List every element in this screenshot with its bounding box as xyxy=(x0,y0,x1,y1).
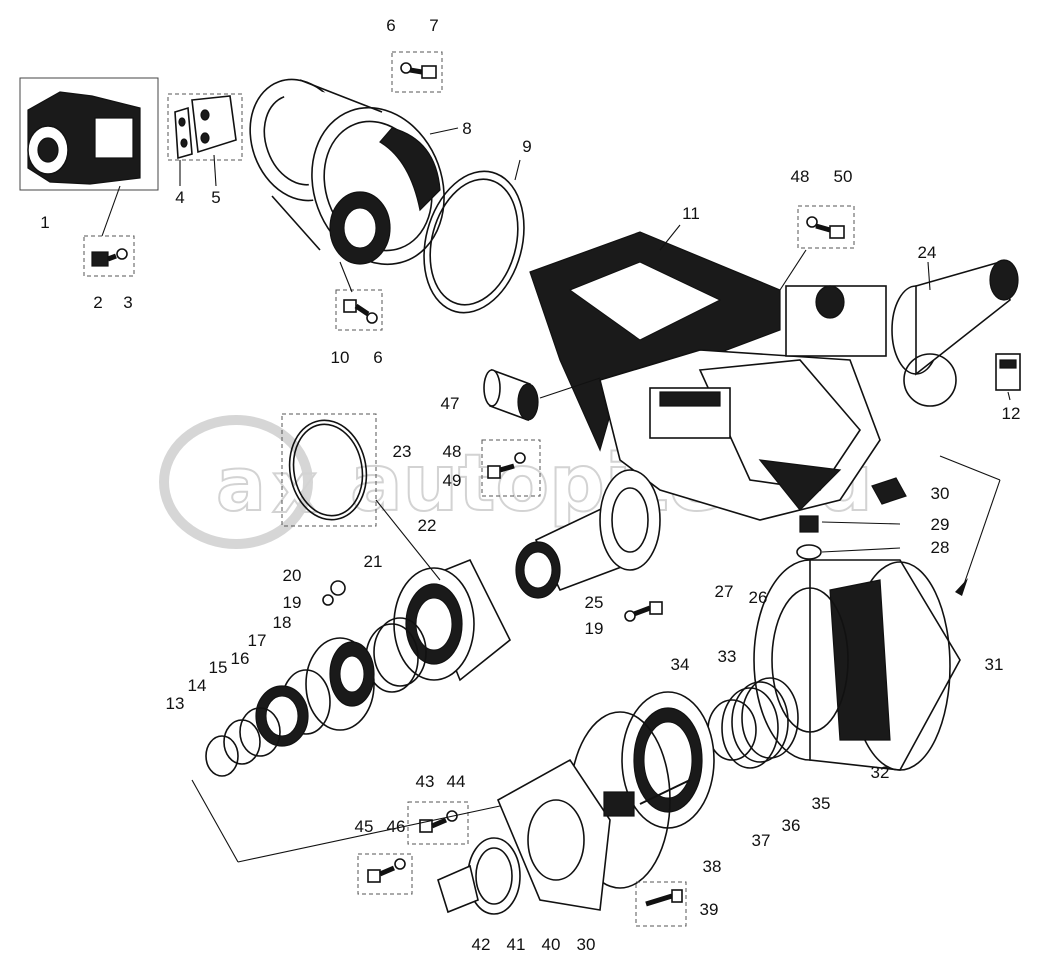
part-45-46-bolt xyxy=(357,853,413,895)
part-13-17-seals xyxy=(205,669,331,777)
callout-c7: 7 xyxy=(429,16,438,35)
callout-c50: 50 xyxy=(834,167,853,186)
callout-c46: 46 xyxy=(387,817,406,836)
part-1-brake-caliper xyxy=(19,77,159,237)
part-32-37-spring-pack xyxy=(707,677,799,769)
callout-c45: 45 xyxy=(355,817,374,836)
callout-c25: 25 xyxy=(585,593,604,612)
part-48-50-bolt xyxy=(779,205,855,291)
callout-c48a: 48 xyxy=(791,167,810,186)
callout-c20: 20 xyxy=(283,566,302,585)
callout-c49: 49 xyxy=(443,471,462,490)
callout-c38: 38 xyxy=(703,857,722,876)
callout-c33: 33 xyxy=(718,647,737,666)
part-18-flanged-gear xyxy=(305,637,375,731)
assembly-lines xyxy=(191,455,1001,863)
callout-c18: 18 xyxy=(273,613,292,632)
callout-c30a: 30 xyxy=(931,484,950,503)
callout-c15: 15 xyxy=(209,658,228,677)
part-10-6-bolt xyxy=(335,261,383,331)
part-22-drum xyxy=(393,558,512,682)
part-48-49-bolt xyxy=(481,439,541,497)
callout-c43: 43 xyxy=(416,772,435,791)
callout-c32: 32 xyxy=(871,763,890,782)
callout-c28: 28 xyxy=(931,538,950,557)
svg-text:a: a xyxy=(216,442,266,528)
callout-c5: 5 xyxy=(211,188,220,207)
callout-c47: 47 xyxy=(441,394,460,413)
callout-c4: 4 xyxy=(175,188,184,207)
part-41-42-cap xyxy=(437,837,521,915)
callout-c31: 31 xyxy=(985,655,1004,674)
callout-c8: 8 xyxy=(462,119,471,138)
callout-c44: 44 xyxy=(447,772,466,791)
callout-c21: 21 xyxy=(364,552,383,571)
callout-c14: 14 xyxy=(188,676,207,695)
part-4-5-plates xyxy=(167,93,243,187)
callout-c23: 23 xyxy=(393,442,412,461)
callout-c26: 26 xyxy=(749,588,768,607)
part-31-carrier xyxy=(753,559,961,771)
callout-c1: 1 xyxy=(40,213,49,232)
callout-c2: 2 xyxy=(93,293,102,312)
callout-c41: 41 xyxy=(507,935,526,954)
part-39-bolt xyxy=(635,881,687,927)
callout-c24: 24 xyxy=(918,243,937,262)
callout-c6b: 6 xyxy=(373,348,382,367)
part-20-19-washers xyxy=(322,580,346,606)
part-23-gasket xyxy=(281,413,377,527)
callout-c34: 34 xyxy=(671,655,690,674)
part-28-29-30-plug xyxy=(796,477,907,560)
callout-c27: 27 xyxy=(715,582,734,601)
callout-c30b: 30 xyxy=(577,935,596,954)
callout-c48b: 48 xyxy=(443,442,462,461)
callout-c12: 12 xyxy=(1002,404,1021,423)
part-9-gasket xyxy=(423,159,525,314)
svg-text:x: x xyxy=(272,447,317,529)
part-25-19-bolt xyxy=(624,601,663,622)
part-43-44-bolt xyxy=(407,801,469,845)
callout-c35: 35 xyxy=(812,794,831,813)
callout-c11: 11 xyxy=(682,204,700,223)
callout-c19b: 19 xyxy=(585,619,604,638)
part-40-cover xyxy=(496,758,691,911)
callout-c13: 13 xyxy=(166,694,185,713)
part-6-7-bolt xyxy=(391,51,443,93)
part-11-axle-housing xyxy=(529,224,887,521)
callout-c9: 9 xyxy=(522,137,531,156)
callout-c17: 17 xyxy=(248,631,267,650)
callout-c19a: 19 xyxy=(283,593,302,612)
callout-c16: 16 xyxy=(231,649,250,668)
part-12-breather xyxy=(995,353,1021,401)
callout-c36: 36 xyxy=(782,816,801,835)
part-24-shaft-flange xyxy=(891,259,1019,407)
callout-c40: 40 xyxy=(542,935,561,954)
callout-c22: 22 xyxy=(418,516,437,535)
callout-c10: 10 xyxy=(331,348,350,367)
part-8-wheel-hub xyxy=(249,78,459,266)
part-34-ring-gear xyxy=(621,691,715,829)
callout-c29: 29 xyxy=(931,515,950,534)
part-2-3-bolt-washer xyxy=(83,235,135,277)
callout-c39: 39 xyxy=(700,900,719,919)
callout-c3: 3 xyxy=(123,293,132,312)
callout-c6a: 6 xyxy=(386,16,395,35)
callout-c42: 42 xyxy=(472,935,491,954)
part-25-axle-tube xyxy=(515,469,661,599)
callout-c37: 37 xyxy=(752,831,771,850)
part-47-bushing xyxy=(483,368,601,422)
